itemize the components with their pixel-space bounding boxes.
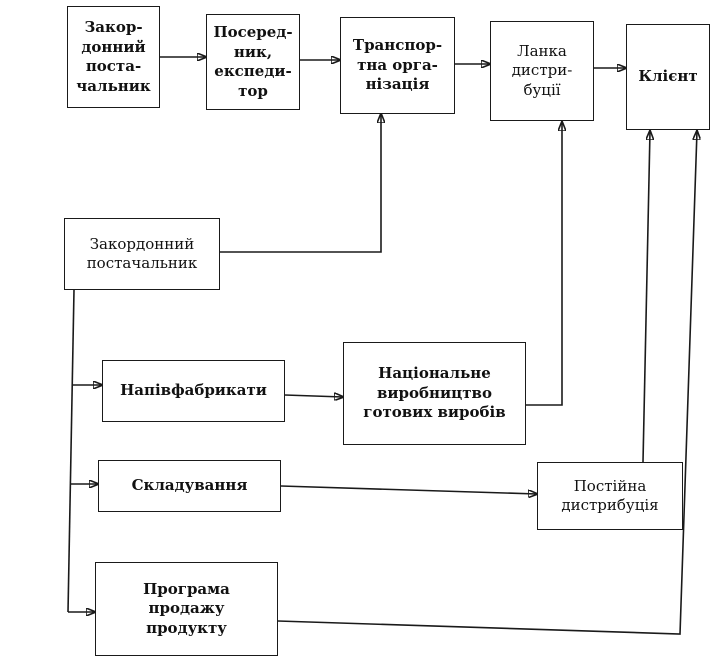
- arrow-warehousing-to-permanent: [280, 485, 537, 494]
- box-distribution-link: Ланка дистри- буції: [490, 21, 594, 121]
- box-national-production: Національне виробництво готових виробів: [343, 342, 526, 445]
- box-intermediary: Посеред- ник, експеди- тор: [206, 14, 300, 110]
- box-semi-finished-goods: Напівфабрикати: [102, 360, 285, 422]
- arrow-permanent-to-client: [642, 131, 650, 463]
- arrow-sales-program-to-client: [277, 131, 697, 635]
- box-transport-organization: Транспор- тна орга- нізація: [340, 17, 455, 114]
- supplier-trunk-line: [67, 289, 75, 613]
- arrow-semi-finished-to-national: [284, 395, 343, 397]
- box-warehousing: Складування: [98, 460, 281, 512]
- box-permanent-distribution: Постійна дистрибуція: [537, 462, 683, 530]
- box-sales-program: Програма продажу продукту: [95, 562, 278, 656]
- arrow-supplier-to-transport: [220, 114, 381, 253]
- box-foreign-supplier-left: Закордонний постачальник: [64, 218, 220, 290]
- box-foreign-supplier-top: Закор- донний поста- чальник: [67, 6, 160, 108]
- box-client: Клієнт: [626, 24, 710, 130]
- arrow-national-to-distribution: [526, 122, 562, 406]
